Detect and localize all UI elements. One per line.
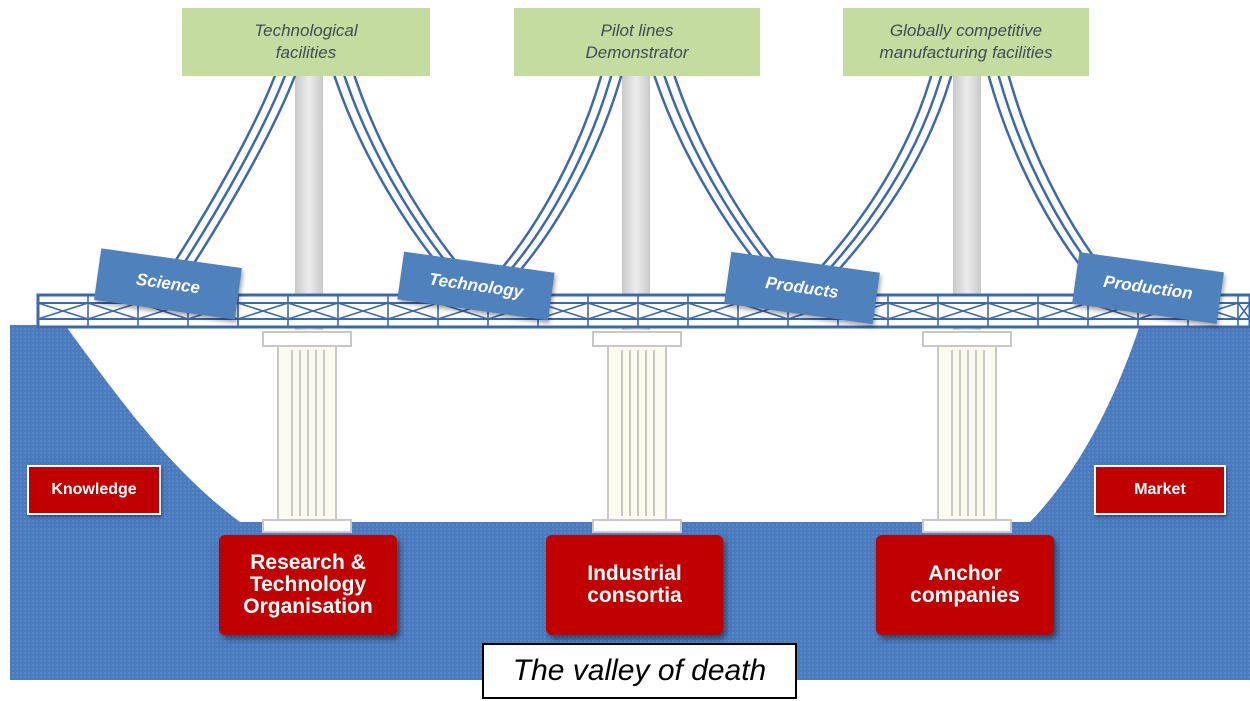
tower-1	[295, 62, 323, 330]
column-2	[592, 331, 682, 533]
label-market: Market	[1094, 465, 1226, 515]
truss-brace	[387, 302, 439, 320]
truss-brace	[937, 302, 989, 320]
actor-research-technology-organisation: Research & Technology Organisation	[219, 535, 397, 635]
actor-anchor-companies: Anchor companies	[876, 535, 1054, 635]
column-1	[262, 331, 352, 533]
column-3	[922, 331, 1012, 533]
label-knowledge: Knowledge	[27, 465, 161, 515]
bridge-deck	[36, 293, 1250, 329]
tower-2	[622, 62, 650, 330]
truss-brace	[637, 302, 689, 320]
truss-brace	[337, 302, 389, 320]
truss-brace	[237, 302, 289, 320]
truss-brace	[1237, 302, 1250, 320]
caption-valley-of-death: The valley of death	[482, 643, 797, 699]
truss-brace	[287, 302, 339, 320]
truss-brace	[887, 302, 939, 320]
truss-brace	[587, 302, 639, 320]
truss-brace	[1037, 302, 1089, 320]
truss-brace	[987, 302, 1039, 320]
tower-3	[953, 62, 981, 330]
truss-brace	[87, 302, 139, 320]
actor-industrial-consortia: Industrial consortia	[546, 535, 723, 635]
truss-brace	[687, 302, 739, 320]
truss-brace	[37, 302, 89, 320]
